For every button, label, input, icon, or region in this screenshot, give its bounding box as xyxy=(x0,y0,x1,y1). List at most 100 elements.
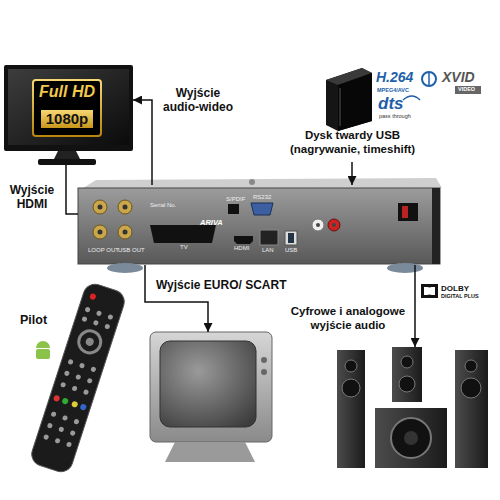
panel-label: LOOP OUT xyxy=(88,247,119,254)
codec-logo-text: H.264 xyxy=(376,69,413,86)
crt-tv xyxy=(261,357,267,363)
panel-label: Serial No. xyxy=(150,202,176,209)
receiver-back-panel xyxy=(118,225,132,239)
receiver-back-panel xyxy=(123,230,128,235)
remote-control xyxy=(58,426,64,432)
remote-control xyxy=(29,281,128,475)
speaker-set xyxy=(465,360,477,372)
speaker-set xyxy=(404,431,418,445)
speaker-set xyxy=(455,350,488,468)
flat-tv xyxy=(4,65,133,151)
panel-label: TV xyxy=(180,244,188,251)
panel-label: RS232 xyxy=(253,194,271,201)
codec-logos xyxy=(422,72,436,86)
receiver-box: ARIVASerial No.LOOP OUTUSB OUTS/PDIFRS23… xyxy=(78,185,440,265)
receiver-back-panel xyxy=(107,263,143,273)
speaker-set xyxy=(337,350,365,468)
brand-label: ARIVA xyxy=(200,218,223,227)
crt-tv xyxy=(261,369,267,375)
receiver-back-panel xyxy=(288,233,294,243)
receiver-back-panel xyxy=(98,205,103,210)
usb-hard-drive xyxy=(338,73,372,131)
remote-control xyxy=(29,281,128,475)
codec-logo-text: MPEG4/AVC xyxy=(377,87,409,94)
flat-tv: Full HD1080p xyxy=(3,64,133,165)
codec-logo-text: pass through xyxy=(379,113,411,120)
receiver-back-panel xyxy=(93,200,107,214)
panel-label: LAN xyxy=(262,247,274,254)
dolby-logo xyxy=(421,284,438,298)
receiver-back-panel xyxy=(316,223,320,227)
usb-hard-drive xyxy=(326,68,372,131)
remote-control xyxy=(67,359,73,365)
remote-control xyxy=(93,320,99,326)
receiver-back-panel xyxy=(249,179,255,185)
receiver-back-panel xyxy=(332,223,336,227)
remote-control xyxy=(76,328,104,356)
remote-control xyxy=(83,389,89,395)
receiver-back-panel xyxy=(78,188,440,264)
remote-control xyxy=(70,430,76,436)
speaker-set xyxy=(392,347,422,402)
codec-logo-text: dts xyxy=(378,94,404,114)
remote-control xyxy=(107,314,113,320)
remote-control xyxy=(87,378,93,384)
edge-label: Wyjście HDMI xyxy=(2,183,62,212)
remote-control xyxy=(71,400,79,408)
receiver-back-panel xyxy=(93,200,132,239)
tv-logo-text: Full HD xyxy=(33,82,101,101)
codec-logos xyxy=(455,86,481,94)
remote-control xyxy=(89,293,97,301)
remote-control xyxy=(54,438,60,444)
remote-control xyxy=(66,441,72,447)
dolby-logo-text: DIGITAL PLUS xyxy=(441,293,479,300)
edge-label: Wyjście audio-wideo xyxy=(158,86,238,115)
remote-control xyxy=(47,422,53,428)
receiver-back-panel xyxy=(398,203,418,221)
remote-control xyxy=(62,415,68,421)
receiver-back-panel xyxy=(234,236,253,244)
receiver-back-panel xyxy=(402,206,408,218)
codec-logo-text: XVID xyxy=(442,69,475,86)
full-hd-logo xyxy=(33,80,101,136)
remote-control xyxy=(84,306,90,312)
speaker-set xyxy=(375,408,447,468)
flat-tv xyxy=(8,69,129,145)
codec-logos xyxy=(403,96,420,100)
codec-logos xyxy=(428,72,430,86)
receiver-back-panel xyxy=(328,219,340,231)
crt-tv: Wyjście EURO/ SCART xyxy=(150,332,272,462)
usb-hard-drive xyxy=(340,88,341,126)
speaker-set xyxy=(342,379,360,397)
crt-tv xyxy=(150,332,272,462)
receiver-back-panel xyxy=(93,225,107,239)
node-heading: Cyfrowe i analogowe wyjście audio xyxy=(287,305,409,333)
remote-control xyxy=(79,362,85,368)
remote-control xyxy=(73,419,79,425)
remote-control xyxy=(60,382,66,388)
remote-control xyxy=(81,316,87,322)
remote-control xyxy=(64,370,70,376)
connector-line xyxy=(133,100,152,185)
speaker-set xyxy=(401,356,413,368)
node-heading: Wyjście EURO/ SCART xyxy=(156,278,306,292)
flat-tv xyxy=(4,65,133,165)
dolby-logo xyxy=(421,284,438,298)
android-icon xyxy=(36,341,50,359)
crt-tv xyxy=(150,332,272,442)
panel-label: HDMI xyxy=(234,245,249,252)
remote-control: Pilot xyxy=(40,288,125,470)
dolby-logo xyxy=(428,287,435,295)
connector-line xyxy=(145,265,208,332)
speaker-set xyxy=(345,360,357,372)
receiver-back-panel xyxy=(98,230,103,235)
flat-tv xyxy=(54,151,80,159)
speaker-set: Cyfrowe i analogowe wyjście audio xyxy=(335,347,492,472)
receiver-back-panel xyxy=(98,205,128,235)
speaker-set xyxy=(461,378,481,398)
speaker-set xyxy=(399,376,415,392)
node-heading: Dysk twardy USB (nagrywanie, timeshift) xyxy=(275,129,430,157)
